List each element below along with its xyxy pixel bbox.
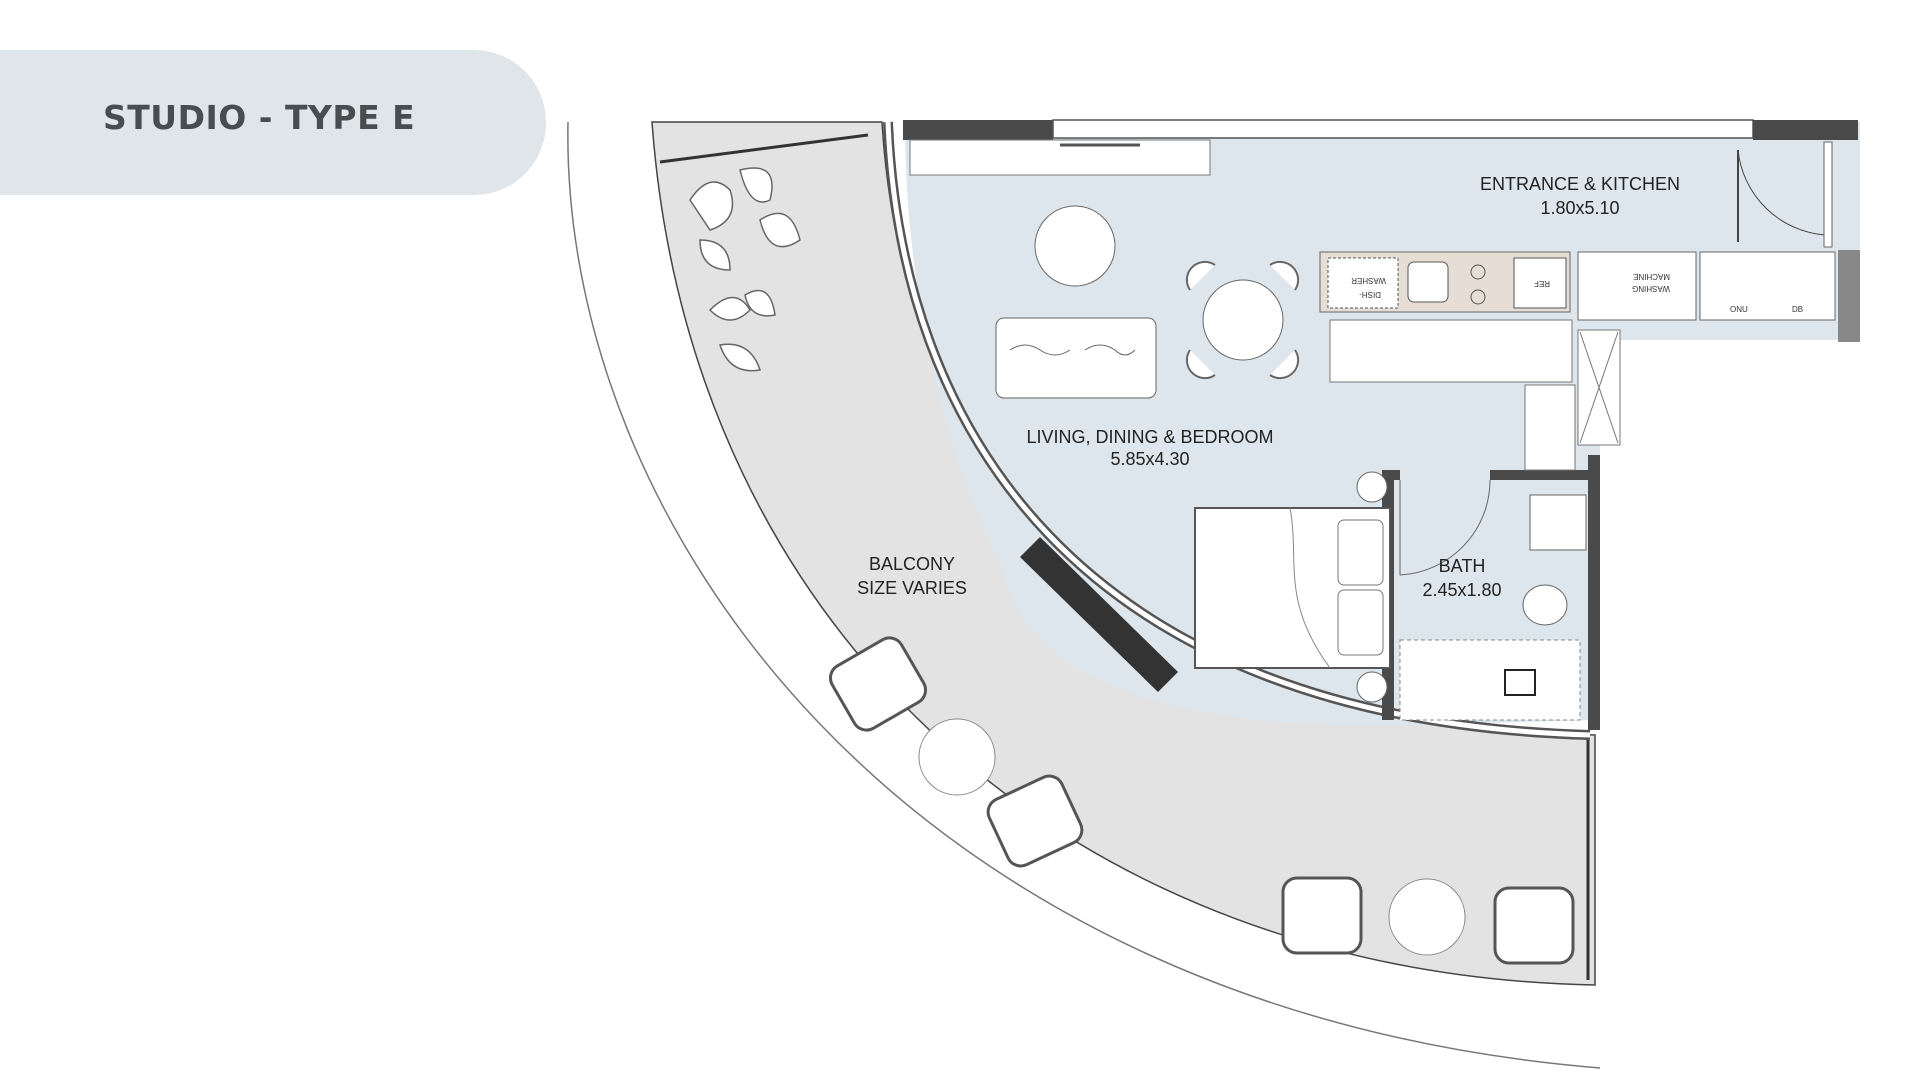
shower: [1399, 639, 1581, 721]
fridge: [1513, 257, 1567, 309]
toilet: [1522, 584, 1568, 626]
washing-label-2: MACHINE: [1633, 272, 1670, 281]
window-wall-panel: [1020, 537, 1178, 692]
bath-name-label: BATH: [1439, 556, 1486, 576]
dishwasher-label-2: WASHER: [1351, 276, 1386, 285]
wall-bath-right: [1588, 455, 1600, 730]
sofa-cushions: [1009, 344, 1136, 356]
pillow-2: [1337, 589, 1384, 656]
wall-top: [1052, 119, 1754, 139]
shaft-cross-b: [1579, 331, 1619, 444]
wardrobe: [1524, 384, 1576, 471]
balcony-chair-3: [1281, 876, 1363, 955]
dining-chairs: [1185, 260, 1300, 380]
balcony-table-2: [1388, 878, 1466, 956]
dining-table: [1202, 279, 1284, 361]
dishwasher-label-1: DISH-: [1359, 290, 1381, 299]
hob-burner-1: [1470, 264, 1486, 280]
utility-cabinet: [1699, 251, 1836, 321]
washing-label-1: WASHING: [1632, 284, 1670, 293]
bath-vanity: [1529, 494, 1587, 551]
kitchen-size-label: 1.80x5.10: [1540, 198, 1619, 218]
bath-size-label: 2.45x1.80: [1422, 580, 1501, 600]
washing-machine-cabinet: [1577, 251, 1697, 321]
balcony-size-label: SIZE VARIES: [857, 578, 967, 598]
dishwasher: [1327, 257, 1399, 309]
door-frame: [1823, 141, 1833, 248]
living-name-label: LIVING, DINING & BEDROOM: [1026, 427, 1273, 447]
db-label: DB: [1792, 305, 1803, 314]
living-size-label: 5.85x4.30: [1110, 449, 1189, 469]
wall-top-left: [903, 120, 1053, 140]
balcony-edge: [659, 133, 869, 164]
onu-label: ONU: [1730, 305, 1748, 314]
lamp-bottom: [1356, 671, 1388, 703]
title-banner: [0, 50, 546, 195]
balcony-chair-2: [986, 774, 1084, 868]
sink: [1407, 261, 1449, 303]
wall-top-right: [1753, 120, 1858, 140]
hob-burner-2: [1470, 289, 1486, 305]
balcony-chair-1: [828, 636, 928, 732]
balcony-table-1: [918, 718, 996, 796]
round-side-table: [1034, 205, 1116, 287]
plan-title: STUDIO - TYPE E: [103, 98, 416, 137]
balcony-chair-4: [1493, 886, 1575, 965]
sofa: [995, 317, 1157, 399]
balcony-name-label: BALCONY: [869, 554, 955, 574]
wall-bath-top: [1382, 470, 1400, 480]
wall-bath-top2: [1490, 470, 1590, 480]
lamp-top: [1356, 471, 1388, 503]
bath-door-swing: [1399, 479, 1491, 576]
kitchen-cabinets: [1329, 319, 1573, 383]
entrance-door-swing: [1737, 149, 1826, 236]
site-boundary-curve: [567, 121, 1601, 1069]
planter-bottom: [708, 289, 776, 372]
fridge-label: REF: [1534, 279, 1550, 288]
pillow-1: [1337, 519, 1384, 586]
planter-top: [689, 167, 801, 271]
bed-sheet: [1289, 507, 1331, 669]
shower-drain: [1504, 669, 1536, 696]
wall-right: [1838, 250, 1860, 342]
kitchen-name-label: ENTRANCE & KITCHEN: [1480, 174, 1680, 194]
